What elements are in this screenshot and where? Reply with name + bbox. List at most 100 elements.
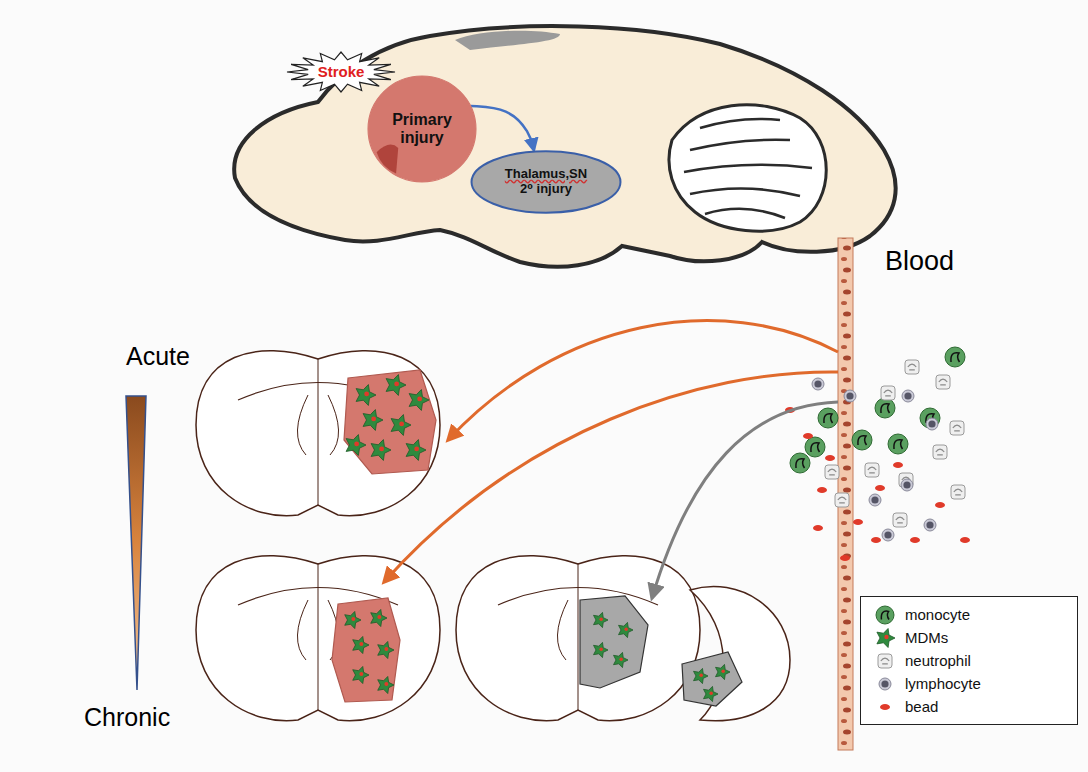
infiltration-arrow xyxy=(384,372,838,582)
neutrophil-nucleus xyxy=(828,469,836,475)
midline xyxy=(578,564,579,710)
monocyte-nucleus xyxy=(881,611,889,619)
legend-box: monocyteMDMs neutrophil lymphocyte bead xyxy=(860,596,1078,725)
monocyte-nucleus xyxy=(824,414,833,423)
bead xyxy=(853,519,863,525)
legend-sample xyxy=(867,696,905,718)
neutrophil-cell xyxy=(865,463,879,477)
cerebellum xyxy=(669,105,826,231)
cerebellum-fold xyxy=(705,209,785,218)
time-label: Acute xyxy=(126,342,190,371)
mdm-cell xyxy=(704,686,718,701)
bead-inclusion xyxy=(359,672,363,676)
mdm-cell xyxy=(386,375,406,396)
lymphocyte-cell xyxy=(869,494,881,506)
time-label: Chronic xyxy=(84,703,170,732)
bead-inclusion xyxy=(414,446,419,451)
lymphocyte-cell xyxy=(844,390,856,402)
neutrophil-nucleus xyxy=(868,467,876,473)
burst-shape xyxy=(287,52,395,92)
ventricle-outline xyxy=(557,600,568,660)
node-text: 2⁰ injury xyxy=(520,182,572,197)
ventricle xyxy=(455,31,560,50)
bead-inclusion xyxy=(417,396,422,401)
bead-inclusion xyxy=(709,691,713,695)
ventricle-outline xyxy=(328,395,339,455)
legend-text: bead xyxy=(905,698,938,715)
bead xyxy=(935,502,945,508)
lymphocyte-cell xyxy=(902,390,914,402)
lymphocyte-cell xyxy=(901,479,913,491)
bead xyxy=(840,555,850,561)
mdm-cell xyxy=(614,652,628,667)
bead-inclusion xyxy=(721,669,725,673)
monocyte-nucleus xyxy=(796,459,805,468)
midline xyxy=(318,359,319,505)
bead xyxy=(893,462,903,468)
stroke-burst: Stroke xyxy=(287,52,395,92)
neutrophil-cell xyxy=(936,375,950,389)
neutrophil-nucleus xyxy=(939,379,947,385)
bead xyxy=(880,704,890,710)
time-gradient xyxy=(126,396,146,690)
bead-inclusion xyxy=(351,617,355,621)
legend-text: monocyte xyxy=(905,606,970,623)
monocyte-cell xyxy=(876,606,894,624)
mdm-cell xyxy=(378,676,394,693)
bead-inclusion xyxy=(371,416,376,421)
legend-entry: lymphocyte xyxy=(867,672,1071,695)
secondary-injury-ellipse: Thalamus,SN2⁰ injury xyxy=(470,150,622,214)
legend-sample xyxy=(867,673,905,695)
lymphocyte-nucleus xyxy=(904,392,911,399)
mdm-cell xyxy=(363,410,383,431)
cerebellum-fold xyxy=(700,119,780,128)
bead-inclusion xyxy=(884,634,888,638)
thalamus-region xyxy=(580,596,648,688)
bead-inclusion xyxy=(624,627,628,631)
primary-injury-circle: Primary injury xyxy=(368,76,476,182)
mdm-cell xyxy=(356,385,376,406)
legend-entry: neutrophil xyxy=(867,649,1071,672)
monocyte-cell xyxy=(945,347,965,367)
bead-inclusion xyxy=(599,617,603,621)
mdm-cell xyxy=(391,415,411,436)
injury-circle xyxy=(368,76,476,182)
lymphocyte-nucleus xyxy=(881,680,888,687)
sn-region xyxy=(682,652,742,706)
bead-inclusion xyxy=(384,647,388,651)
legend-text: MDMs xyxy=(905,629,948,646)
legend-sample xyxy=(867,650,905,672)
legend-sample xyxy=(867,604,905,626)
mdm-cell xyxy=(346,435,366,456)
legend-entry: monocyte xyxy=(867,603,1071,626)
injury-ellipse xyxy=(472,151,621,212)
bead-inclusion xyxy=(384,682,388,686)
lymphocyte-cell xyxy=(882,529,894,541)
monocyte-cell xyxy=(818,408,838,428)
coronal-section xyxy=(196,556,440,721)
mdm-cell xyxy=(406,440,426,461)
compartment-label: Blood xyxy=(885,246,954,277)
bead xyxy=(817,487,827,493)
neutrophil-nucleus xyxy=(953,425,961,431)
lymphocyte-cell xyxy=(924,519,936,531)
mdm-cell xyxy=(594,612,608,627)
bead-inclusion xyxy=(354,441,359,446)
monocyte-cell xyxy=(852,430,872,450)
brain-outline xyxy=(234,26,895,267)
neutrophil-cell xyxy=(950,421,964,435)
neutrophil-cell xyxy=(933,445,947,459)
legend-text: lymphocyte xyxy=(905,675,981,692)
monocyte-nucleus xyxy=(858,436,867,445)
bead-inclusion xyxy=(699,673,703,677)
infiltration-arrow xyxy=(652,402,838,598)
infiltration-arrow xyxy=(448,321,838,440)
lymphocyte-nucleus xyxy=(814,380,821,387)
coronal-section xyxy=(456,556,700,721)
ventricle-outline xyxy=(297,395,308,455)
bead-inclusion xyxy=(377,615,381,619)
bead-inclusion xyxy=(599,647,603,651)
neutrophil-nucleus xyxy=(838,497,846,503)
cerebellum-fold xyxy=(690,140,790,150)
neutrophil-nucleus xyxy=(908,364,916,370)
